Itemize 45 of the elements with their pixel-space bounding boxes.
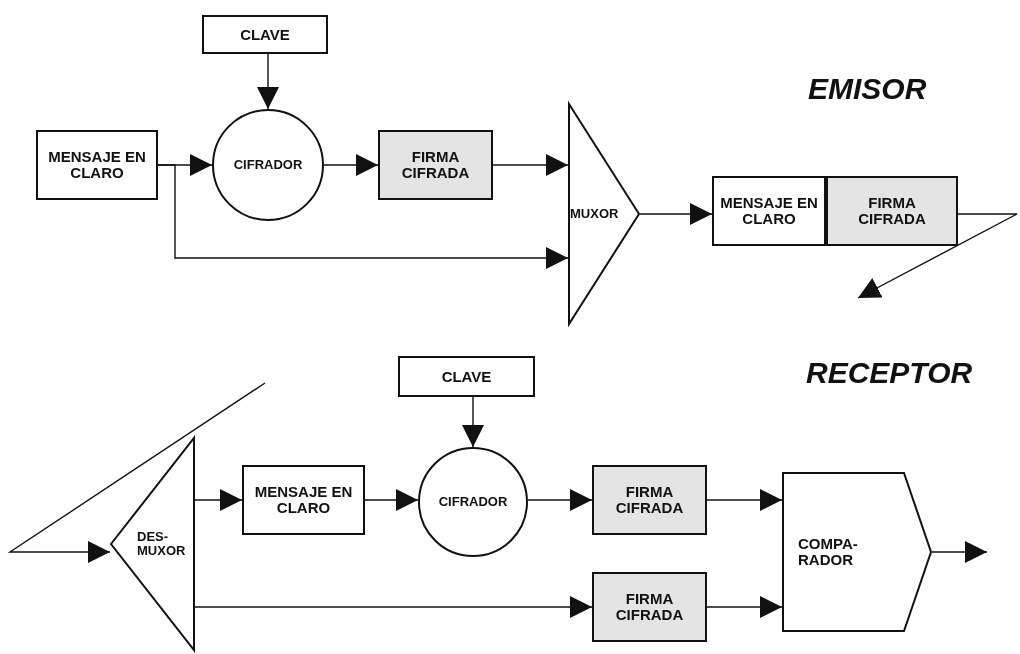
process-box bbox=[826, 176, 958, 246]
arrow bbox=[639, 203, 713, 225]
arrow bbox=[323, 154, 379, 176]
process-box bbox=[712, 176, 826, 246]
arrow bbox=[194, 489, 243, 511]
arrow bbox=[462, 396, 484, 448]
node-label: MENSAJE EN CLARO bbox=[253, 484, 354, 516]
arrow bbox=[492, 154, 569, 176]
node-label: CLAVE bbox=[240, 26, 290, 43]
process-box bbox=[36, 130, 158, 200]
node-label: CLAVE bbox=[441, 368, 492, 385]
node-label: FIRMA CIFRADA bbox=[857, 195, 927, 227]
process-box bbox=[242, 465, 365, 535]
process-box bbox=[592, 465, 707, 535]
section-title: RECEPTOR bbox=[806, 356, 973, 390]
multiplexer-triangle bbox=[568, 103, 640, 325]
arrow bbox=[157, 164, 569, 269]
arrow bbox=[194, 596, 593, 618]
node-label: CIFRADOR bbox=[438, 495, 508, 509]
node-label: MUXOR bbox=[569, 207, 619, 221]
arrow bbox=[706, 596, 783, 618]
arrow bbox=[364, 489, 419, 511]
comparator-shape bbox=[782, 472, 932, 632]
demultiplexer-triangle bbox=[110, 437, 195, 651]
section-title: EMISOR bbox=[808, 72, 927, 106]
process-box bbox=[202, 15, 328, 54]
node-label: FIRMA CIFRADA bbox=[400, 149, 471, 181]
arrow bbox=[7, 382, 266, 563]
node-label: MENSAJE EN CLARO bbox=[47, 149, 147, 181]
arrow bbox=[527, 489, 593, 511]
node-label: FIRMA CIFRADA bbox=[614, 484, 685, 516]
cipher-circle bbox=[212, 109, 324, 221]
arrow bbox=[931, 541, 988, 563]
node-label: DES- MUXOR bbox=[137, 530, 187, 558]
arrow bbox=[257, 53, 279, 110]
arrow bbox=[706, 489, 783, 511]
process-box bbox=[398, 356, 535, 397]
process-box bbox=[592, 572, 707, 642]
node-label: MENSAJE EN CLARO bbox=[719, 195, 819, 227]
process-box bbox=[378, 130, 493, 200]
cipher-circle bbox=[418, 447, 528, 557]
node-label: CIFRADOR bbox=[233, 158, 303, 172]
node-label: FIRMA CIFRADA bbox=[614, 591, 685, 623]
arrow bbox=[857, 213, 1018, 299]
node-label: COMPA- RADOR bbox=[797, 536, 859, 568]
